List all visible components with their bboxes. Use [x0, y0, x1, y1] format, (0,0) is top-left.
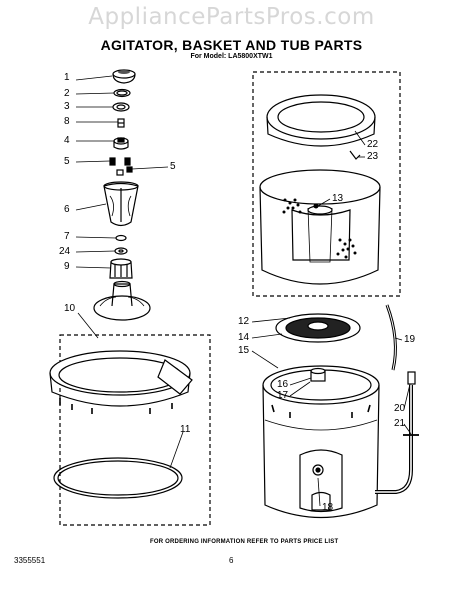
- callout-label-4: 4: [64, 135, 70, 146]
- callout-label-5-left: 5: [64, 156, 70, 167]
- drain-hose-upper: [385, 304, 397, 371]
- tub-gasket: [53, 457, 183, 499]
- callout-label-9: 9: [64, 261, 70, 272]
- washer: [112, 102, 130, 112]
- agitator-coupling: [109, 258, 133, 279]
- upper-agitator: [103, 181, 139, 227]
- agitator-dogs: [109, 157, 133, 176]
- watermark: AppliancePartsPros.com: [88, 4, 375, 30]
- agitator-cap: [112, 69, 136, 84]
- seal-ring: [113, 88, 131, 98]
- callout-label-3: 3: [64, 101, 70, 112]
- callout-label-23: 23: [367, 151, 379, 162]
- callout-label-2: 2: [64, 88, 70, 99]
- callout-label-21: 21: [394, 418, 406, 429]
- ordering-note: FOR ORDERING INFORMATION REFER TO PARTS …: [150, 539, 339, 545]
- agitator-base: [93, 280, 151, 321]
- callout-label-20: 20: [394, 403, 406, 414]
- callout-label-7: 7: [64, 231, 70, 242]
- callout-label-15: 15: [238, 345, 250, 356]
- page-number: 6: [229, 556, 234, 565]
- callout-label-14: 14: [238, 332, 250, 343]
- callout-label-16: 16: [277, 379, 289, 390]
- callout-label-13: 13: [332, 193, 344, 204]
- retainer-ring: [115, 234, 127, 242]
- callout-leaders: [75, 75, 412, 507]
- callout-label-6: 6: [64, 204, 70, 215]
- balance-ring: [266, 94, 376, 147]
- bolt: [117, 118, 125, 128]
- basket-perforations: [282, 198, 357, 259]
- drive-block: [275, 313, 361, 343]
- callout-label-11: 11: [180, 424, 191, 435]
- drain-hose-lower: [375, 371, 419, 494]
- callout-label-18: 18: [322, 502, 334, 513]
- basket-clip: [349, 150, 361, 160]
- dashed-box-left: [59, 334, 211, 526]
- callout-label-19: 19: [404, 334, 416, 345]
- callout-label-8: 8: [64, 116, 70, 127]
- callout-label-17: 17: [277, 390, 289, 401]
- drain-hose-upper-core: [386, 304, 396, 371]
- callout-label-5-right: 5: [170, 161, 176, 172]
- outer-tub: [262, 365, 380, 518]
- tub-ring: [49, 350, 193, 414]
- callout-label-12: 12: [238, 316, 250, 327]
- callout-label-22: 22: [367, 139, 379, 150]
- spanner-nut: [310, 367, 326, 382]
- dashed-box-right: [252, 71, 401, 297]
- page-title: AGITATOR, BASKET AND TUB PARTS: [100, 37, 363, 53]
- callout-label-10: 10: [64, 303, 76, 314]
- part-number: 3355551: [14, 556, 46, 565]
- callout-label-1: 1: [64, 72, 70, 83]
- callout-label-24: 24: [59, 246, 71, 257]
- model-subtitle: For Model: LA5800XTW1: [190, 53, 273, 60]
- wash-basket: [259, 169, 381, 285]
- dog-cam: [113, 137, 129, 150]
- spline-adapter: [114, 247, 128, 255]
